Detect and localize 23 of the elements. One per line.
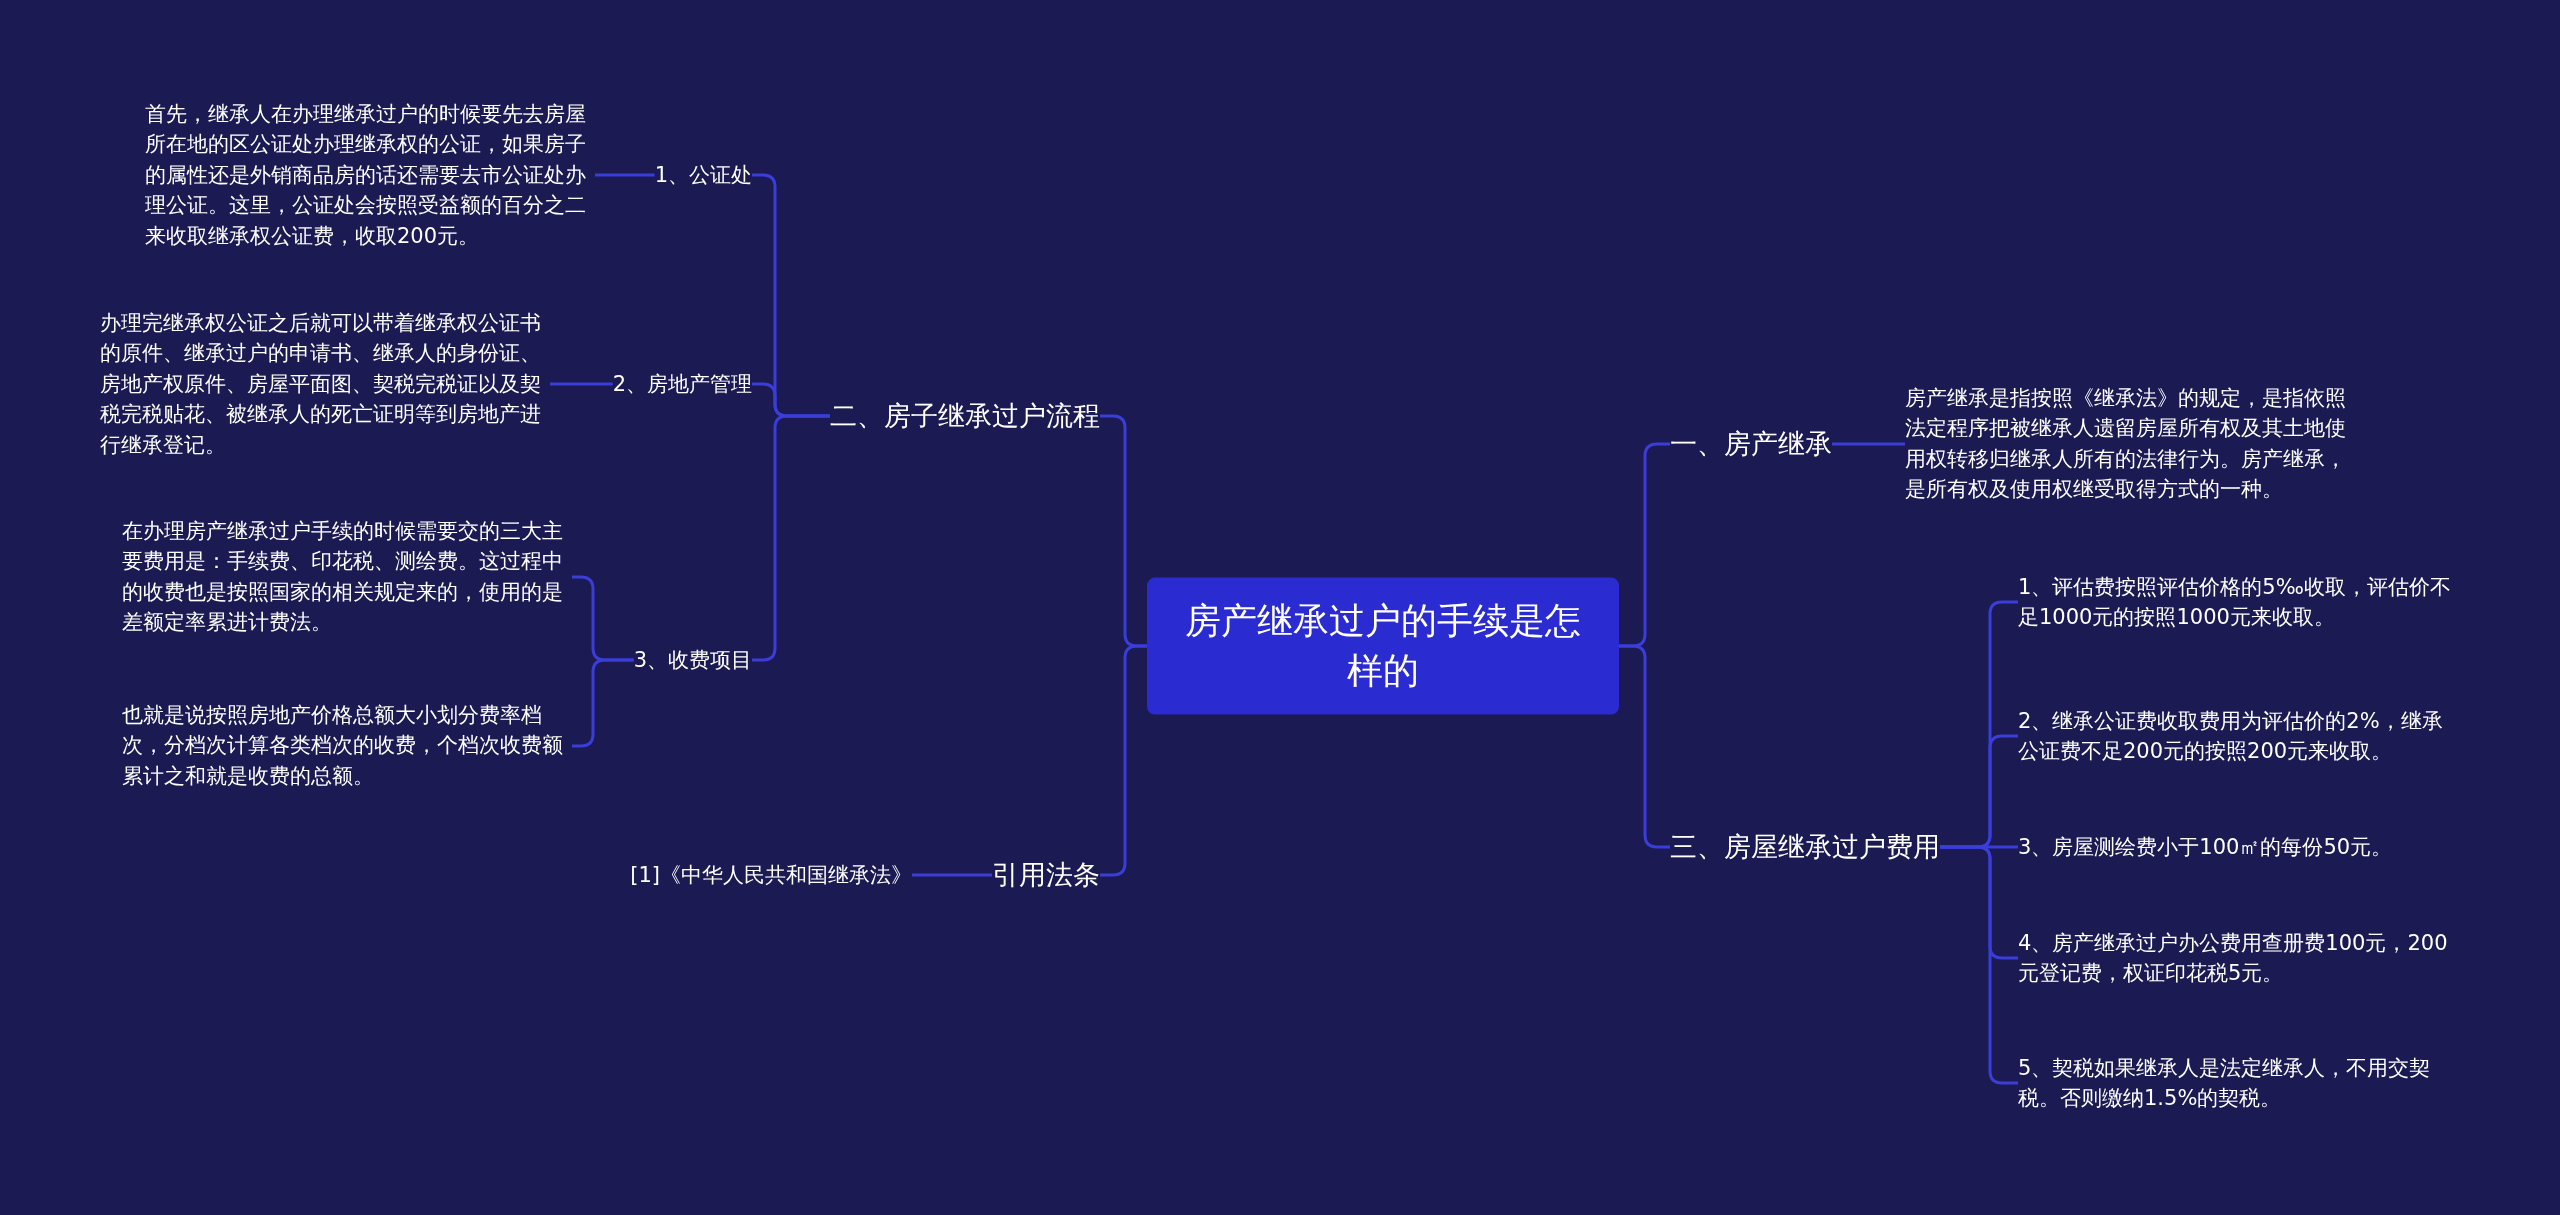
connector-line <box>550 382 613 386</box>
detail-text: 办理完继承权公证之后就可以带着继承权公证书的原件、继承过户的申请书、继承人的身份证、房地产权原件、房屋平面图、契税完税证以及契税完税贴花、被继承人的死亡证明等到房地产进行继承登记。 <box>100 303 550 465</box>
branch-topic: 一、房产继承 <box>1670 422 1832 466</box>
central-topic-box: 房产继承过户的手续是怎样的 <box>1147 577 1619 715</box>
detail-text: 4、房产继承过户办公费用查册费100元，200元登记费，权证印花税5元。 <box>2018 923 2458 993</box>
subtopic: 1、公证处 <box>654 157 752 193</box>
subtopic: 2、房地产管理 <box>612 366 752 402</box>
detail-text: 2、继承公证费收取费用为评估价的2%，继承公证费不足200元的按照200元来收取。 <box>2018 701 2458 771</box>
detail-text: 首先，继承人在办理继承过户的时候要先去房屋所在地的区公证处办理继承权的公证，如果房子的属性还是外销商品房的话还需要去市公证处办理公证。这里，公证处会按照受益额的百分之二来收取继承权公证费，收取200元。 <box>145 94 595 256</box>
subtopic: [1]《中华人民共和国继承法》 <box>630 857 912 893</box>
detail-text: 在办理房产继承过户手续的时候需要交的三大主要费用是：手续费、印花税、测绘费。这过程中的收费也是按照国家的相关规定来的，使用的是差额定率累进计费法。 <box>122 512 572 642</box>
detail-text: 房产继承是指按照《继承法》的规定，是指依照法定程序把被继承人遗留房屋所有权及其土地使用权转移归继承人所有的法律行为。房产继承，是所有权及使用权继受取得方式的一种。 <box>1905 379 2355 509</box>
branch-topic: 三、房屋继承过户费用 <box>1670 825 1940 869</box>
detail-text: 3、房屋测绘费小于100㎡的每份50元。 <box>2018 827 2458 867</box>
subtopic: 3、收费项目 <box>633 642 752 678</box>
connector-line <box>1832 442 1905 446</box>
detail-text: 5、契税如果继承人是法定继承人，不用交契税。否则缴纳1.5%的契税。 <box>2018 1048 2458 1118</box>
detail-text: 1、评估费按照评估价格的5‰收取，评估价不足1000元的按照1000元来收取。 <box>2018 567 2458 637</box>
branch-topic: 二、房子继承过户流程 <box>830 394 1100 438</box>
connector-line <box>595 173 655 177</box>
detail-text: 也就是说按照房地产价格总额大小划分费率档次，分档次计算各类档次的收费，个档次收费额累计之和就是收费的总额。 <box>122 696 572 796</box>
connector-line <box>912 873 992 877</box>
branch-topic: 引用法条 <box>992 853 1100 897</box>
